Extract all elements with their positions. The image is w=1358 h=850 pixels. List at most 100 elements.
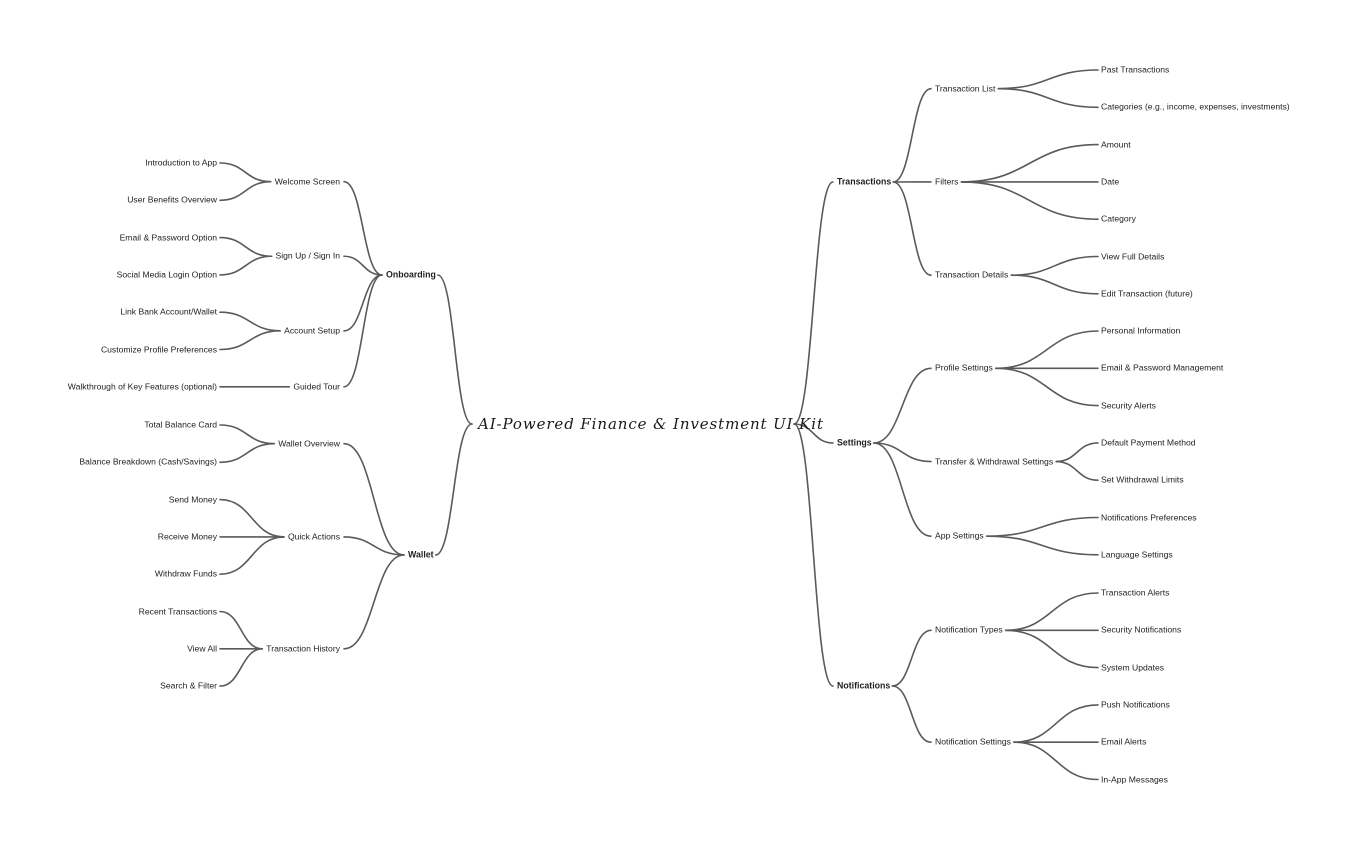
branch-transactions[interactable]: Transactions bbox=[837, 176, 892, 187]
edge-2-1-2 bbox=[960, 181, 1099, 220]
leaf-past-transactions[interactable]: Past Transactions bbox=[1101, 64, 1170, 75]
edge-root-4 bbox=[793, 423, 834, 687]
edge-1-2 bbox=[343, 554, 405, 650]
node-guided-tour[interactable]: Guided Tour bbox=[293, 381, 340, 392]
leaf-set-withdrawal-limits[interactable]: Set Withdrawal Limits bbox=[1101, 474, 1184, 485]
leaf-customize-profile-preferences[interactable]: Customize Profile Preferences bbox=[100, 344, 217, 355]
edge-4-0 bbox=[891, 629, 932, 687]
edge-0-1 bbox=[343, 255, 383, 276]
node-sign-up-sign-in[interactable]: Sign Up / Sign In bbox=[275, 250, 341, 261]
edge-3-1-1 bbox=[1055, 460, 1099, 481]
edge-2-2-0 bbox=[1010, 255, 1099, 276]
leaf-categories-e-g-income-expenses-investments-[interactable]: Categories (e.g., income, expenses, inve… bbox=[1101, 102, 1290, 112]
edge-0-3 bbox=[343, 274, 383, 388]
edge-1-0-1 bbox=[219, 442, 276, 464]
edge-3-2 bbox=[872, 442, 932, 537]
edge-4-1-0 bbox=[1013, 704, 1099, 743]
leaf-view-all[interactable]: View All bbox=[187, 643, 217, 654]
node-transaction-list[interactable]: Transaction List bbox=[935, 83, 996, 94]
edge-1-1-2 bbox=[219, 536, 285, 575]
edge-2-1-0 bbox=[960, 143, 1099, 183]
leaf-recent-transactions[interactable]: Recent Transactions bbox=[138, 606, 217, 617]
leaf-introduction-to-app[interactable]: Introduction to App bbox=[145, 157, 217, 168]
edge-3-0-2 bbox=[995, 367, 1099, 407]
node-transfer-withdrawal-settings[interactable]: Transfer & Withdrawal Settings bbox=[935, 456, 1054, 467]
edge-2-2 bbox=[892, 181, 932, 276]
branch-onboarding[interactable]: Onboarding bbox=[386, 269, 436, 280]
node-quick-actions[interactable]: Quick Actions bbox=[287, 531, 340, 542]
node-wallet-overview[interactable]: Wallet Overview bbox=[278, 438, 340, 449]
edge-root-3 bbox=[793, 423, 834, 444]
branch-settings[interactable]: Settings bbox=[837, 437, 872, 448]
leaf-edit-transaction-future-[interactable]: Edit Transaction (future) bbox=[1101, 288, 1193, 299]
leaf-view-full-details[interactable]: View Full Details bbox=[1101, 251, 1165, 262]
edge-1-1-0 bbox=[219, 498, 285, 538]
branch-notifications[interactable]: Notifications bbox=[837, 680, 891, 691]
edge-2-0-0 bbox=[997, 69, 1099, 90]
leaf-default-payment-method[interactable]: Default Payment Method bbox=[1101, 437, 1196, 448]
edge-3-0 bbox=[872, 367, 932, 444]
node-app-settings[interactable]: App Settings bbox=[935, 530, 984, 541]
edge-3-1 bbox=[872, 442, 932, 463]
edge-4-1 bbox=[891, 685, 932, 743]
node-transaction-history[interactable]: Transaction History bbox=[266, 643, 340, 654]
edge-2-2-1 bbox=[1010, 274, 1099, 295]
edge-0-2-1 bbox=[219, 330, 281, 351]
leaf-language-settings[interactable]: Language Settings bbox=[1101, 549, 1173, 560]
edge-4-0-0 bbox=[1004, 592, 1099, 632]
leaf-search-filter[interactable]: Search & Filter bbox=[160, 680, 217, 691]
branch-wallet[interactable]: Wallet bbox=[408, 549, 434, 560]
leaf-transaction-alerts[interactable]: Transaction Alerts bbox=[1101, 587, 1170, 598]
leaf-amount[interactable]: Amount bbox=[1101, 139, 1131, 150]
edge-0-0-1 bbox=[219, 180, 272, 202]
leaf-email-alerts[interactable]: Email Alerts bbox=[1101, 736, 1147, 747]
edge-0-1-0 bbox=[219, 236, 273, 258]
node-account-setup[interactable]: Account Setup bbox=[284, 325, 340, 336]
edge-1-0 bbox=[343, 442, 405, 556]
leaf-system-updates[interactable]: System Updates bbox=[1101, 662, 1165, 673]
leaf-receive-money[interactable]: Receive Money bbox=[157, 531, 217, 542]
edge-0-0 bbox=[343, 180, 383, 276]
leaf-email-password-management[interactable]: Email & Password Management bbox=[1101, 363, 1224, 373]
edge-3-2-0 bbox=[985, 516, 1099, 537]
edge-2-0 bbox=[892, 87, 932, 183]
node-welcome-screen[interactable]: Welcome Screen bbox=[274, 176, 340, 187]
leaf-personal-information[interactable]: Personal Information bbox=[1101, 325, 1181, 336]
leaf-date[interactable]: Date bbox=[1101, 176, 1120, 187]
leaf-push-notifications[interactable]: Push Notifications bbox=[1101, 699, 1170, 710]
node-notification-types[interactable]: Notification Types bbox=[935, 625, 1003, 635]
edge-1-2-2 bbox=[219, 648, 264, 687]
edge-4-1-2 bbox=[1013, 741, 1099, 781]
edge-root-1 bbox=[434, 423, 473, 556]
node-profile-settings[interactable]: Profile Settings bbox=[935, 363, 993, 373]
leaf-notifications-preferences[interactable]: Notifications Preferences bbox=[1101, 512, 1197, 523]
leaf-in-app-messages[interactable]: In-App Messages bbox=[1101, 774, 1168, 785]
edge-4-0-2 bbox=[1004, 629, 1099, 669]
leaf-social-media-login-option[interactable]: Social Media Login Option bbox=[116, 269, 217, 280]
edge-0-2-0 bbox=[219, 311, 281, 332]
edge-1-2-0 bbox=[219, 610, 264, 650]
leaf-user-benefits-overview[interactable]: User Benefits Overview bbox=[127, 195, 217, 205]
mind-map-root-title[interactable]: AI-Powered Finance & Investment UI Kit bbox=[478, 415, 824, 433]
leaf-link-bank-account-wallet[interactable]: Link Bank Account/Wallet bbox=[120, 306, 217, 317]
leaf-balance-breakdown-cash-savings-[interactable]: Balance Breakdown (Cash/Savings) bbox=[79, 457, 217, 467]
leaf-withdraw-funds[interactable]: Withdraw Funds bbox=[154, 568, 217, 579]
leaf-send-money[interactable]: Send Money bbox=[168, 494, 217, 505]
edge-2-0-1 bbox=[997, 87, 1099, 109]
leaf-security-alerts[interactable]: Security Alerts bbox=[1101, 400, 1156, 411]
node-transaction-details[interactable]: Transaction Details bbox=[935, 269, 1009, 280]
leaf-email-password-option[interactable]: Email & Password Option bbox=[119, 232, 217, 243]
node-filters[interactable]: Filters bbox=[935, 176, 959, 187]
edge-1-0-0 bbox=[219, 424, 276, 445]
leaf-security-notifications[interactable]: Security Notifications bbox=[1101, 625, 1182, 635]
edge-0-1-1 bbox=[219, 255, 273, 276]
edge-root-0 bbox=[437, 274, 473, 425]
edge-0-0-0 bbox=[219, 162, 272, 183]
node-notification-settings[interactable]: Notification Settings bbox=[935, 736, 1011, 747]
edge-3-0-0 bbox=[995, 330, 1099, 370]
leaf-total-balance-card[interactable]: Total Balance Card bbox=[144, 419, 217, 430]
leaf-walkthrough-of-key-features-optional-[interactable]: Walkthrough of Key Features (optional) bbox=[67, 381, 217, 392]
leaf-category[interactable]: Category bbox=[1101, 213, 1136, 224]
